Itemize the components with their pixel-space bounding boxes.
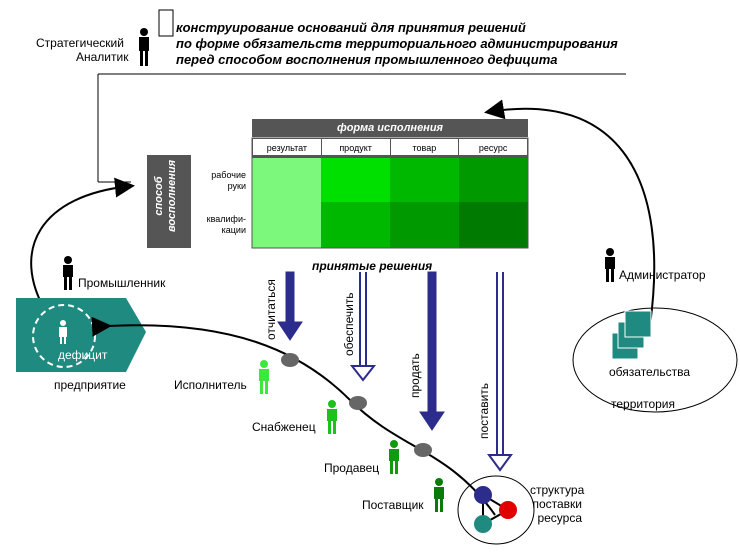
structure-line-2: поставки xyxy=(532,497,582,511)
title-line-3: перед способом восполнения промышленного… xyxy=(176,52,558,67)
role-supplier: Снабженец xyxy=(252,420,316,434)
structure-line-3: ресурса xyxy=(537,511,582,525)
executor-person-icon xyxy=(259,360,269,394)
cell-result xyxy=(252,158,321,248)
node-supplier xyxy=(349,396,367,410)
structure-line-1: структура xyxy=(530,483,585,497)
role-provider: Поставщик xyxy=(362,498,424,512)
enterprise-shape xyxy=(16,298,146,372)
cell-goods-2 xyxy=(390,202,459,248)
structure-node-teal xyxy=(474,515,492,533)
side-header-bg xyxy=(147,155,191,248)
column-resource: ресурс xyxy=(458,139,527,155)
cell-goods-1 xyxy=(390,158,459,202)
seller-person-icon xyxy=(389,440,399,474)
node-seller xyxy=(414,443,432,457)
supplier-person-icon xyxy=(327,400,337,434)
cell-product-1 xyxy=(321,158,390,202)
territory-ellipse xyxy=(572,307,738,413)
provider-person-icon xyxy=(434,478,444,512)
cell-resource-2 xyxy=(459,202,528,248)
title-line-1: конструирование оснований для принятия р… xyxy=(176,20,526,35)
industrialist-person-icon xyxy=(63,256,73,290)
obligations-label: обязательства xyxy=(609,365,690,379)
administrator-person-icon xyxy=(605,248,615,282)
column-product: продукт xyxy=(320,139,390,155)
node-executor xyxy=(281,353,299,367)
structure-node-red xyxy=(499,501,517,519)
enterprise-label: предприятие xyxy=(54,378,126,392)
title-line-2: по форме обязательств территориального а… xyxy=(176,36,618,51)
role-executor: Исполнитель xyxy=(174,378,247,392)
territory-label: территория xyxy=(611,397,675,411)
role-seller: Продавец xyxy=(324,461,380,475)
cell-product-2 xyxy=(321,202,390,248)
side-header: способ восполнения xyxy=(153,159,178,233)
structure-triangle xyxy=(482,493,510,526)
column-goods: товар xyxy=(389,139,459,155)
structure-node-blue xyxy=(474,486,492,504)
deficit-label: дефицит xyxy=(58,348,108,362)
row-workforce: рабочие руки xyxy=(211,170,246,191)
action-provide: обеспечить xyxy=(342,292,356,356)
role-analyst: Аналитик xyxy=(76,50,129,64)
structure-label: структура поставки ресурса xyxy=(530,483,585,525)
resource-structure-ellipse xyxy=(457,475,535,545)
obligations-doc-1 xyxy=(624,310,652,338)
deficit-person-icon xyxy=(59,320,67,344)
industrialist-arrow xyxy=(30,177,135,313)
action-report: отчитаться xyxy=(264,279,278,340)
analyst-person-icon xyxy=(139,28,149,66)
role-administrator: Администратор xyxy=(619,268,706,282)
action-sell: продать xyxy=(408,353,422,398)
role-strategic: Стратегический xyxy=(36,36,124,50)
supply-chain-curve xyxy=(91,316,496,516)
column-result: результат xyxy=(266,143,308,153)
administrator-arrow xyxy=(484,99,656,326)
role-industrialist: Промышленник xyxy=(78,276,166,290)
title-box xyxy=(158,9,174,37)
action-deliver: поставить xyxy=(477,382,491,439)
decision-arrows xyxy=(277,271,513,472)
decisions-label: принятые решения xyxy=(312,259,433,273)
table-header: форма исполнения xyxy=(252,119,528,137)
table-columns: результат продукт товар ресурс xyxy=(252,138,528,156)
row-qualifications: квалифи-кации xyxy=(206,214,246,235)
diagram-title: конструирование оснований для принятия р… xyxy=(176,20,618,68)
cell-resource-1 xyxy=(459,158,528,202)
